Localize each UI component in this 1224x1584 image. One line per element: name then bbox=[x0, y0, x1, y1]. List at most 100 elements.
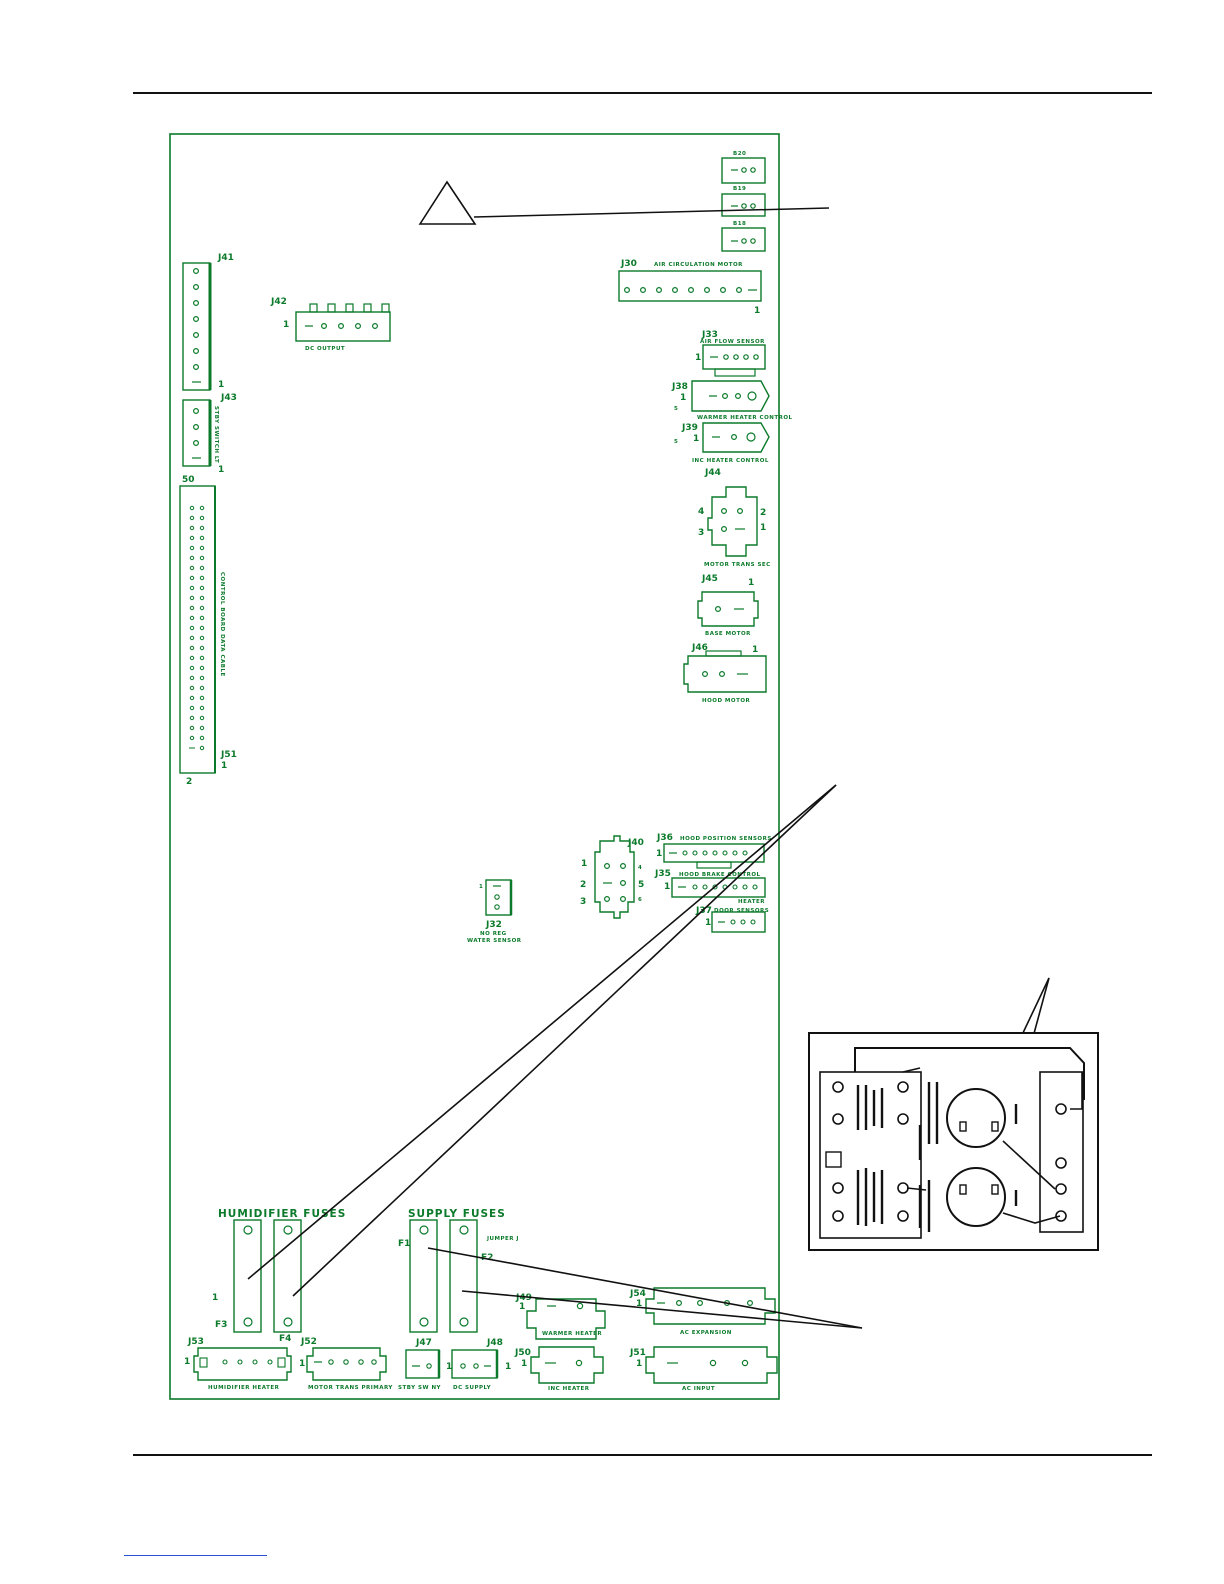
svg-text:SUPPLY FUSES: SUPPLY FUSES bbox=[408, 1208, 506, 1220]
svg-text:1: 1 bbox=[221, 761, 227, 771]
svg-text:STBY SW NY: STBY SW NY bbox=[398, 1385, 442, 1391]
data-cable-pin bbox=[189, 695, 195, 701]
svg-text:J48: J48 bbox=[486, 1338, 503, 1348]
svg-text:AC INPUT: AC INPUT bbox=[682, 1386, 715, 1392]
svg-text:AC EXPANSION: AC EXPANSION bbox=[680, 1330, 732, 1336]
svg-text:MOTOR TRANS PRIMARY: MOTOR TRANS PRIMARY bbox=[308, 1385, 393, 1391]
svg-text:MOTOR TRANS SEC: MOTOR TRANS SEC bbox=[704, 562, 771, 568]
svg-text:J37: J37 bbox=[695, 906, 712, 916]
svg-text:BASE MOTOR: BASE MOTOR bbox=[705, 631, 751, 637]
svg-text:J44: J44 bbox=[704, 468, 721, 478]
svg-text:J36: J36 bbox=[656, 833, 673, 843]
svg-text:B20: B20 bbox=[733, 151, 746, 157]
svg-text:1: 1 bbox=[446, 1362, 452, 1372]
svg-text:NO REG: NO REG bbox=[480, 931, 507, 937]
connector-j42: J42 1 DC OUTPUT bbox=[270, 297, 391, 352]
data-cable-pin bbox=[199, 695, 205, 701]
small-header-b19: B19 bbox=[721, 186, 766, 217]
svg-text:5: 5 bbox=[674, 406, 678, 412]
footer-rule bbox=[133, 1454, 1152, 1456]
warning-triangle-icon bbox=[418, 180, 477, 225]
connector-j45: J45 1 BASE MOTOR bbox=[697, 574, 759, 637]
footer-link-underline[interactable] bbox=[124, 1555, 267, 1556]
svg-text:1: 1 bbox=[505, 1362, 511, 1372]
data-cable-pin bbox=[189, 505, 195, 511]
svg-text:1: 1 bbox=[283, 320, 289, 330]
svg-text:3: 3 bbox=[698, 528, 704, 538]
svg-text:J42: J42 bbox=[270, 297, 287, 307]
svg-text:1: 1 bbox=[695, 353, 701, 363]
connector-j32: 1 J32 NO REG WATER SENSOR bbox=[467, 879, 522, 944]
data-cable-pin bbox=[189, 665, 195, 671]
svg-text:J32: J32 bbox=[485, 920, 502, 930]
svg-text:1: 1 bbox=[218, 380, 224, 390]
connector-j39: J39 1 5 INC HEATER CONTROL bbox=[674, 422, 770, 464]
data-cable-pin bbox=[189, 535, 195, 541]
data-cable-pin bbox=[189, 575, 195, 581]
data-cable-pin bbox=[189, 605, 195, 611]
svg-text:1: 1 bbox=[693, 434, 699, 444]
svg-text:1: 1 bbox=[479, 884, 483, 890]
svg-text:4: 4 bbox=[638, 865, 642, 871]
svg-text:J50: J50 bbox=[514, 1348, 531, 1358]
svg-text:J46: J46 bbox=[691, 643, 708, 653]
svg-text:J40: J40 bbox=[627, 838, 644, 848]
svg-text:WATER SENSOR: WATER SENSOR bbox=[467, 938, 522, 944]
svg-text:DC SUPPLY: DC SUPPLY bbox=[453, 1385, 492, 1391]
svg-text:HOOD BRAKE CONTROL: HOOD BRAKE CONTROL bbox=[679, 872, 761, 878]
svg-text:1: 1 bbox=[299, 1359, 305, 1369]
svg-text:1: 1 bbox=[752, 645, 758, 655]
svg-text:J54: J54 bbox=[629, 1289, 646, 1299]
svg-text:F2: F2 bbox=[481, 1253, 493, 1263]
svg-text:F1: F1 bbox=[398, 1239, 410, 1249]
svg-text:2: 2 bbox=[760, 508, 766, 518]
data-cable-pin bbox=[199, 645, 205, 651]
connector-j53: J53 1 HUMIDIFIER HEATER bbox=[184, 1337, 292, 1391]
data-cable-pin bbox=[199, 565, 205, 571]
connector-j52: J52 1 MOTOR TRANS PRIMARY bbox=[299, 1337, 393, 1391]
data-cable-pin bbox=[199, 715, 205, 721]
svg-text:HUMIDIFIER FUSES: HUMIDIFIER FUSES bbox=[218, 1208, 346, 1220]
svg-text:J33: J33 bbox=[701, 330, 718, 340]
board-outline bbox=[169, 133, 780, 1400]
svg-text:J45: J45 bbox=[701, 574, 718, 584]
data-cable-pin bbox=[189, 595, 195, 601]
svg-text:F4: F4 bbox=[279, 1334, 291, 1344]
data-cable-pin bbox=[189, 585, 195, 591]
fuse-group-supply: SUPPLY FUSES F1 F2 JUMPER J bbox=[398, 1208, 518, 1333]
svg-text:1: 1 bbox=[636, 1299, 642, 1309]
data-cable-pin bbox=[199, 585, 205, 591]
data-cable-pin bbox=[189, 545, 195, 551]
header-rule bbox=[133, 92, 1152, 94]
connector-j43: J43 1 STBY SWITCH LT bbox=[182, 393, 237, 475]
data-cable-pin bbox=[189, 655, 195, 661]
svg-text:J49: J49 bbox=[515, 1293, 532, 1303]
svg-text:1: 1 bbox=[760, 523, 766, 533]
svg-text:J43: J43 bbox=[220, 393, 237, 403]
connector-j46: J46 1 HOOD MOTOR bbox=[683, 643, 767, 704]
svg-text:WARMER HEATER CONTROL: WARMER HEATER CONTROL bbox=[697, 415, 793, 421]
svg-text:WARMER HEATER: WARMER HEATER bbox=[542, 1331, 602, 1337]
fuse-holder-inset bbox=[808, 1032, 1099, 1251]
connector-j40: J40 1 2 3 4 5 6 bbox=[580, 835, 644, 919]
svg-text:AIR CIRCULATION MOTOR: AIR CIRCULATION MOTOR bbox=[654, 262, 743, 268]
svg-text:1: 1 bbox=[754, 306, 760, 316]
data-cable-pin bbox=[199, 635, 205, 641]
connector-j49: J49 1 WARMER HEATER bbox=[515, 1293, 606, 1340]
svg-text:HOOD MOTOR: HOOD MOTOR bbox=[702, 698, 751, 704]
svg-text:J30: J30 bbox=[620, 259, 637, 269]
data-cable-pin bbox=[199, 605, 205, 611]
small-header-b18: B18 bbox=[721, 221, 766, 252]
data-cable-pin bbox=[199, 675, 205, 681]
data-cable-pin bbox=[199, 705, 205, 711]
svg-text:F3: F3 bbox=[215, 1320, 227, 1330]
svg-text:1: 1 bbox=[748, 578, 754, 588]
svg-text:1: 1 bbox=[218, 465, 224, 475]
svg-text:B18: B18 bbox=[733, 221, 746, 227]
svg-text:5: 5 bbox=[638, 880, 644, 890]
svg-text:STBY SWITCH LT: STBY SWITCH LT bbox=[213, 406, 219, 463]
data-cable-pin bbox=[189, 635, 195, 641]
data-cable-pin bbox=[199, 505, 205, 511]
